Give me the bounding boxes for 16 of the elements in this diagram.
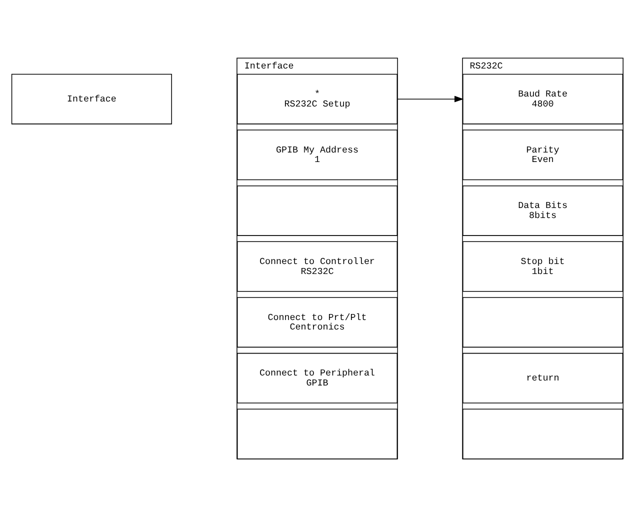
node-box: * RS232C Setup (236, 74, 398, 124)
node-box: Connect to Prt/Plt Centronics (236, 297, 398, 348)
node-box: Stop bit 1bit (462, 241, 624, 292)
node-box: Baud Rate 4800 (462, 74, 624, 124)
node-box: GPIB My Address 1 (236, 130, 398, 180)
node-box (462, 408, 624, 460)
node-box (236, 408, 398, 460)
node-box: Data Bits 8bits (462, 185, 624, 236)
node-box: Connect to Peripheral GPIB (236, 352, 398, 404)
node-box: return (462, 352, 624, 404)
node-box: Connect to Controller RS232C (236, 241, 398, 292)
node-box (462, 297, 624, 348)
node-box: Parity Even (462, 130, 624, 180)
node-box (236, 185, 398, 236)
arrow (396, 96, 464, 102)
node-box: Interface (11, 74, 172, 124)
